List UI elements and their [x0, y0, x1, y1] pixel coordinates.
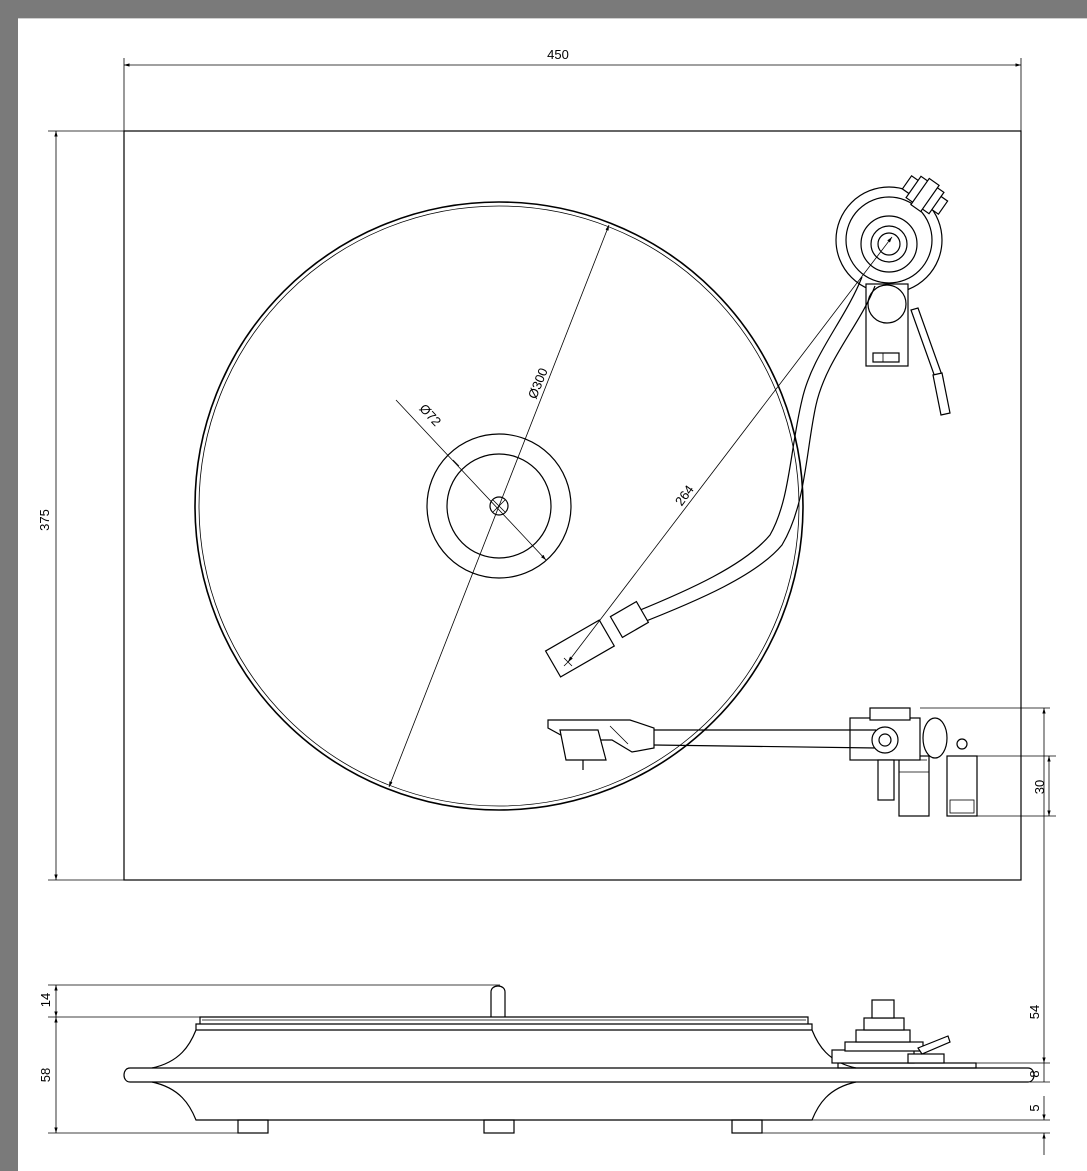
- power-indicator-icon: [956, 738, 968, 750]
- window-frame-top: [0, 0, 1087, 18]
- plinth-side: [123, 1067, 1035, 1083]
- foot-right: [731, 1119, 763, 1134]
- dimension-spindle-height: 14: [38, 984, 500, 1018]
- dimension-tonearm-label: 264: [672, 482, 697, 508]
- dimension-base-plate-label: 8: [1027, 1070, 1042, 1077]
- dimension-width: 450: [123, 47, 1022, 131]
- dimension-base-plate: 8: [1027, 1063, 1050, 1083]
- dimension-label-diameter: Ø72: [395, 399, 547, 561]
- top-view: 450 375 Ø300 Ø72: [37, 47, 1056, 881]
- dimension-height: 375: [37, 130, 124, 881]
- dimension-spindle-label: 14: [38, 993, 53, 1007]
- dimension-foot-label: 5: [1027, 1104, 1042, 1111]
- dimension-tonearm-height-label: 54: [1027, 1005, 1042, 1019]
- dimension-plinth-height: 58: [38, 1017, 238, 1134]
- tonearm-side: [547, 707, 977, 1069]
- tonearm-top: [544, 174, 951, 678]
- window-frame-edge: [18, 18, 1087, 19]
- dimension-width-label: 450: [547, 47, 569, 62]
- dimension-plinth-label: 58: [38, 1068, 53, 1082]
- dimension-label-label: Ø72: [416, 401, 444, 429]
- spindle-side: [490, 985, 506, 1017]
- dimension-foot-height: 5: [762, 1096, 1050, 1155]
- dimension-platter-diameter: Ø300: [388, 224, 610, 788]
- side-view: 14 58 54 8 5: [38, 707, 1050, 1155]
- dimension-switch-label: 30: [1032, 780, 1047, 794]
- plinth-outline: [123, 130, 1022, 881]
- speed-switch: [898, 755, 930, 817]
- power-switch: [946, 738, 978, 817]
- foot-center: [483, 1119, 515, 1134]
- dimension-tonearm-length: 264: [567, 236, 893, 663]
- dimension-tonearm-height: 54: [920, 707, 1050, 1064]
- window-frame-left: [0, 0, 18, 1171]
- foot-left: [237, 1119, 269, 1134]
- dimension-height-label: 375: [37, 509, 52, 531]
